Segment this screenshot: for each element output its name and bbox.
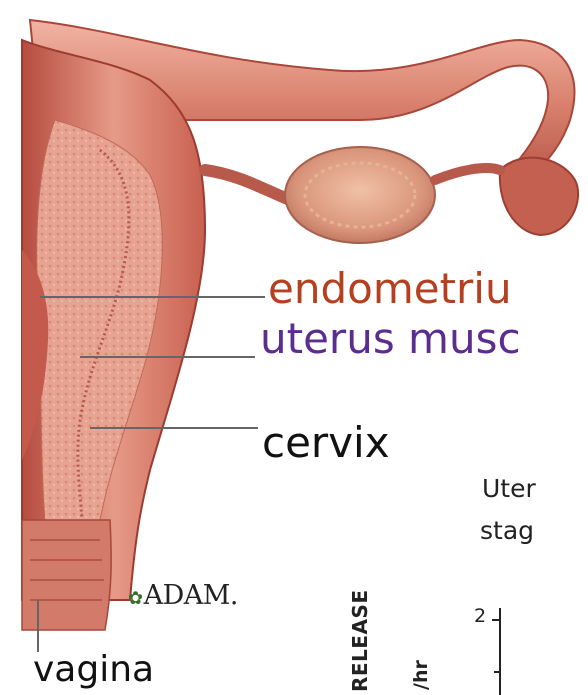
fimbriae <box>500 158 578 235</box>
chart-tick-label: 2 <box>474 607 486 626</box>
adam-logo: ✿ADAM. <box>128 580 238 611</box>
adam-logo-text: ADAM. <box>144 580 238 611</box>
ovary <box>285 147 435 243</box>
endometrium-label: endometriu <box>268 268 512 310</box>
chart-ylabel-release: RELEASE <box>350 602 370 692</box>
cervix-label: cervix <box>262 422 390 464</box>
chart-ylabel-unit: /hr <box>412 660 431 690</box>
vagina-label: vagina <box>33 652 154 688</box>
caption-line-1: Uter <box>482 476 536 501</box>
leaf-icon: ✿ <box>128 588 143 609</box>
caption-line-2: stag <box>480 518 534 543</box>
cervical-canal <box>22 520 111 630</box>
uterus-muscle-label: uterus musc <box>260 318 521 360</box>
